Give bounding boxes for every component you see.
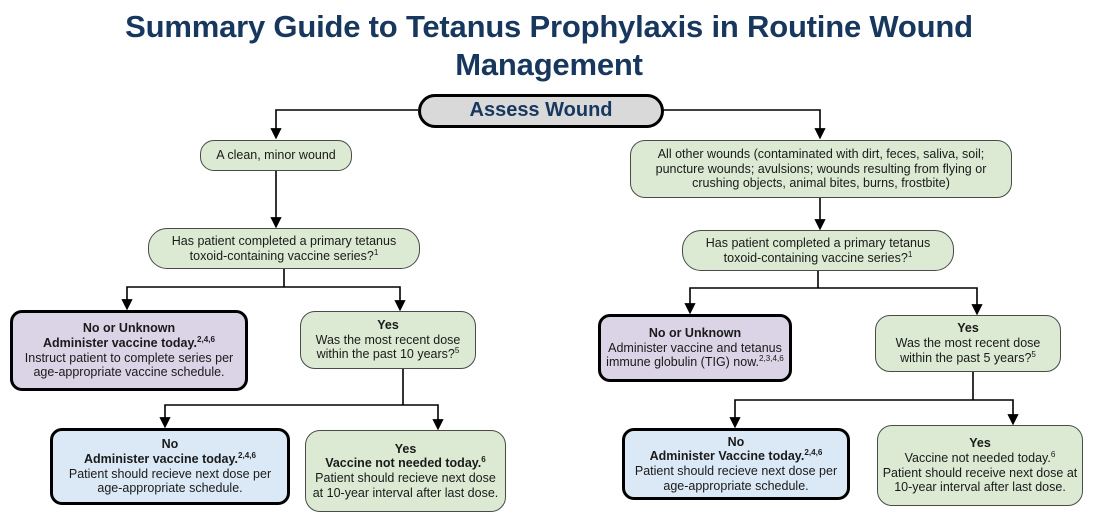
node-assess-wound: Assess Wound bbox=[418, 94, 664, 128]
node-right-no-or-unknown: No or Unknown Administer vaccine and tet… bbox=[598, 314, 792, 382]
node-left-yes-recent-dose: Yes Was the most recent dose within the … bbox=[300, 311, 476, 369]
node-right-no-administer: No Administer Vaccine today.2,4,6 Patien… bbox=[622, 428, 850, 500]
node-right-yes-recent-dose: Yes Was the most recent dose within the … bbox=[875, 315, 1061, 372]
node-clean-minor-wound: A clean, minor wound bbox=[200, 140, 352, 171]
node-right-primary-series-question: Has patient completed a primary tetanus … bbox=[682, 230, 954, 271]
page-title-text: Summary Guide to Tetanus Prophylaxis in … bbox=[125, 9, 973, 82]
node-all-other-wounds: All other wounds (contaminated with dirt… bbox=[630, 140, 1012, 198]
node-left-no-or-unknown: No or Unknown Administer vaccine today.2… bbox=[10, 310, 248, 391]
node-left-no-administer: No Administer vaccine today.2,4,6 Patien… bbox=[50, 428, 290, 505]
page-title: Summary Guide to Tetanus Prophylaxis in … bbox=[0, 8, 1098, 84]
node-left-primary-series-question: Has patient completed a primary tetanus … bbox=[148, 228, 420, 269]
node-left-yes-not-needed: Yes Vaccine not needed today.6 Patient s… bbox=[305, 430, 506, 512]
node-right-yes-not-needed: Yes Vaccine not needed today.6 Patient s… bbox=[877, 425, 1083, 506]
